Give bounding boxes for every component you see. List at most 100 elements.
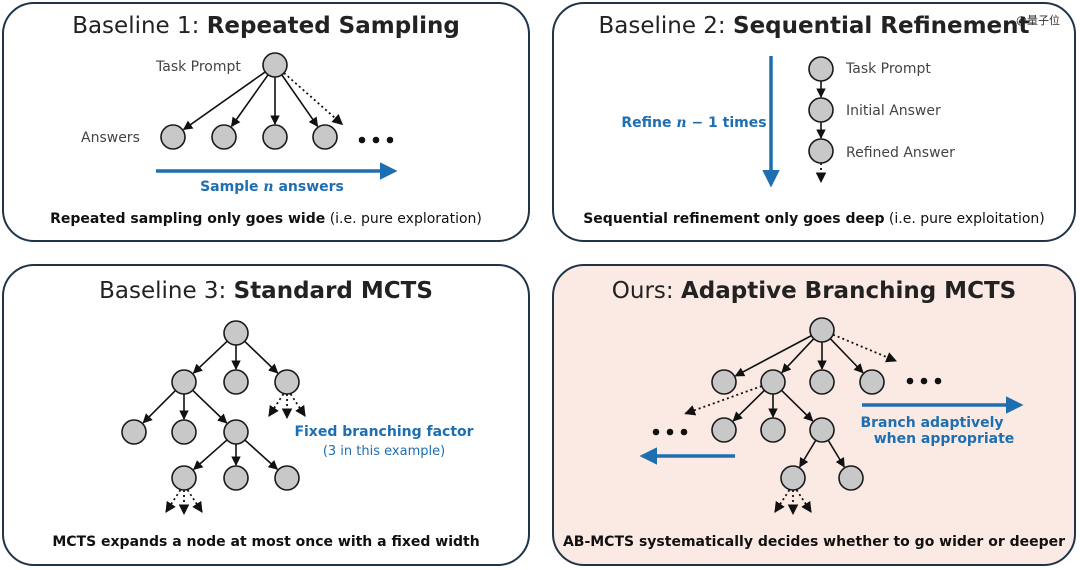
title-prefix: Baseline 2: bbox=[598, 13, 733, 39]
ab-node bbox=[780, 465, 806, 491]
refine-label-n: n bbox=[676, 115, 686, 131]
initial-answer-label: Initial Answer bbox=[846, 103, 941, 119]
mcts-node bbox=[223, 369, 249, 395]
title-prefix: Baseline 1: bbox=[72, 13, 207, 39]
seq-task-prompt-node bbox=[808, 56, 834, 82]
more-answers-dot bbox=[386, 136, 394, 144]
dotted-sample-edge bbox=[283, 72, 344, 126]
ab-wide-dot bbox=[920, 377, 928, 385]
refine-label: Refine n − 1 times bbox=[621, 115, 766, 131]
caption-bold: Sequential refinement only goes deep bbox=[583, 211, 885, 227]
ab-wide-dot bbox=[652, 428, 660, 436]
tree-edge bbox=[799, 439, 817, 468]
panel-caption: Repeated sampling only goes wide (i.e. p… bbox=[4, 211, 528, 227]
tree-edge bbox=[244, 340, 279, 374]
sample-label-b: answers bbox=[274, 179, 344, 195]
task-prompt-label: Task Prompt bbox=[155, 59, 241, 75]
panel-standard-mcts: Baseline 3: Standard MCTS MCTS expands a… bbox=[2, 264, 530, 566]
caption-rest: (i.e. pure exploitation) bbox=[884, 211, 1045, 227]
answers-label: Answers bbox=[81, 130, 140, 146]
ab-node bbox=[711, 369, 737, 395]
ab-node bbox=[838, 465, 864, 491]
mcts-node bbox=[121, 419, 147, 445]
tree-edge bbox=[142, 389, 177, 424]
mcts-node bbox=[171, 419, 197, 445]
answer-node bbox=[312, 124, 338, 150]
sample-edge bbox=[281, 74, 319, 128]
ab-node bbox=[859, 369, 885, 395]
title-prefix: Ours: bbox=[611, 278, 681, 304]
sample-edge bbox=[230, 74, 269, 128]
title-name: Repeated Sampling bbox=[206, 13, 460, 39]
sample-label-n: n bbox=[263, 179, 273, 195]
panel-caption: Sequential refinement only goes deep (i.… bbox=[554, 211, 1074, 227]
ab-node bbox=[809, 417, 835, 443]
tree-edge bbox=[829, 338, 864, 374]
tree-edge bbox=[192, 340, 228, 374]
ab-expansion-arrow bbox=[774, 489, 791, 513]
mcts-expansion-arrow bbox=[186, 489, 203, 513]
ab-wide-dot bbox=[666, 428, 674, 436]
more-answers-dot bbox=[358, 136, 366, 144]
ab-wide-dot bbox=[934, 377, 942, 385]
tree-edge bbox=[244, 439, 279, 470]
mcts-node bbox=[171, 465, 197, 491]
title-name: Adaptive Branching MCTS bbox=[680, 278, 1017, 304]
panel-caption: MCTS expands a node at most once with a … bbox=[4, 534, 528, 550]
mcts-node bbox=[274, 369, 300, 395]
caption-bold: Repeated sampling only goes wide bbox=[50, 211, 326, 227]
mcts-node bbox=[171, 369, 197, 395]
answer-node bbox=[160, 124, 186, 150]
ab-node bbox=[711, 417, 737, 443]
mcts-node bbox=[274, 465, 300, 491]
tree-edge bbox=[781, 389, 814, 422]
ab-node bbox=[760, 417, 786, 443]
task-prompt-node bbox=[262, 52, 288, 78]
tree-edge bbox=[192, 389, 228, 424]
sample-label-a: Sample bbox=[200, 179, 263, 195]
refine-label-b: − 1 times bbox=[687, 115, 767, 131]
panel-title: Baseline 2: Sequential Refinement bbox=[554, 13, 1074, 39]
title-name: Standard MCTS bbox=[233, 278, 433, 304]
mcts-expansion-arrow bbox=[289, 393, 306, 417]
mcts-node bbox=[223, 419, 249, 445]
panel-ab-mcts: Ours: Adaptive Branching MCTS AB-MCTS sy… bbox=[552, 264, 1076, 566]
mcts-expansion-arrow bbox=[268, 393, 285, 417]
when-appropriate-label: when appropriate bbox=[874, 431, 1015, 447]
refined-answer-label: Refined Answer bbox=[846, 145, 955, 161]
ab-wide-dot bbox=[906, 377, 914, 385]
ab-dotted-edge bbox=[832, 333, 898, 363]
answer-node bbox=[211, 124, 237, 150]
branch-adaptively-label: Branch adaptively bbox=[860, 415, 1003, 431]
refined-answer-node bbox=[808, 138, 834, 164]
seq-task-prompt-label: Task Prompt bbox=[845, 61, 931, 77]
tree-nodes bbox=[121, 52, 885, 491]
tree-edges bbox=[142, 71, 898, 516]
tree-edge bbox=[734, 334, 812, 377]
mcts-root-node bbox=[223, 320, 249, 346]
panel-title: Baseline 3: Standard MCTS bbox=[4, 278, 528, 304]
sample-edge bbox=[182, 71, 266, 131]
mcts-expansion-arrow bbox=[165, 489, 182, 513]
answer-node bbox=[262, 124, 288, 150]
caption-bold: MCTS expands a node at most once with a … bbox=[52, 534, 480, 550]
tree-edge bbox=[193, 439, 228, 471]
tree-edge bbox=[781, 338, 815, 374]
sample-n-label: Sample n answers bbox=[200, 179, 344, 195]
caption-rest: (i.e. pure exploration) bbox=[325, 211, 482, 227]
tree-edge bbox=[732, 389, 765, 422]
fixed-branching-label: Fixed branching factor bbox=[294, 424, 473, 440]
caption-bold: AB-MCTS systematically decides whether t… bbox=[562, 534, 1066, 550]
panel-sequential-refinement: Baseline 2: Sequential Refinement Sequen… bbox=[552, 2, 1076, 242]
ab-node bbox=[760, 369, 786, 395]
ab-node bbox=[809, 369, 835, 395]
more-answers-dot bbox=[372, 136, 380, 144]
ab-root-node bbox=[809, 317, 835, 343]
ab-wide-dot bbox=[680, 428, 688, 436]
title-prefix: Baseline 3: bbox=[99, 278, 234, 304]
initial-answer-node bbox=[808, 97, 834, 123]
title-name: Sequential Refinement bbox=[733, 13, 1030, 39]
diagram-extras bbox=[156, 56, 1024, 465]
ab-expansion-arrow bbox=[795, 489, 812, 513]
